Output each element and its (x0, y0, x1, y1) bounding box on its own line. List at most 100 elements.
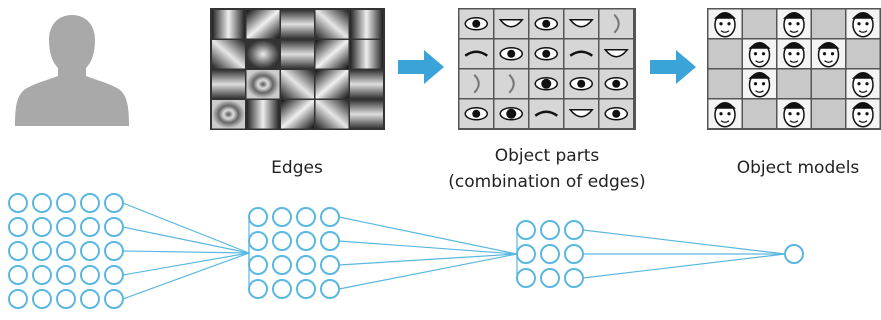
network-layer-2 (248, 207, 340, 299)
object-models-grid (707, 8, 881, 130)
part-eye-dark (529, 69, 563, 98)
part-ear (599, 9, 633, 38)
edge-filter-cell (315, 40, 349, 69)
neuron-node (248, 231, 268, 251)
network-layer-4 (784, 244, 804, 264)
neuron-node (32, 217, 52, 237)
part-eye-small (529, 39, 563, 68)
neuron-node (516, 220, 536, 240)
face-model-cell (777, 99, 811, 128)
neuron-node (56, 217, 76, 237)
neuron-node (540, 244, 560, 264)
face-model-cell (812, 39, 845, 68)
neuron-node (320, 255, 340, 275)
empty-cell (743, 99, 776, 128)
empty-cell (812, 99, 845, 128)
part-eye (529, 9, 563, 38)
part-eye (599, 99, 633, 128)
neuron-node (56, 265, 76, 285)
neuron-node (564, 244, 584, 264)
neuron-node (248, 207, 268, 227)
neuron-node (80, 193, 100, 213)
part-eye (494, 39, 528, 68)
neuron-node (32, 241, 52, 261)
face-model-cell (846, 99, 880, 128)
part-ear (494, 69, 528, 98)
neuron-node (104, 265, 124, 285)
empty-cell (708, 69, 742, 98)
neuron-node (564, 268, 584, 288)
part-brows (564, 39, 598, 68)
edge-filter-cell (315, 100, 349, 129)
edge-filter-cell (281, 100, 314, 129)
empty-cell (812, 69, 845, 98)
edge-filter-cell (212, 100, 245, 129)
neuron-node (540, 268, 560, 288)
edge-filter-cell (212, 70, 245, 99)
neuron-node (32, 265, 52, 285)
neuron-node (272, 207, 292, 227)
neuron-node (56, 241, 76, 261)
edge-filter-cell (281, 40, 314, 69)
part-eye-round (599, 69, 633, 98)
edge-filter-cell (350, 10, 383, 39)
edge-filter-cell (281, 70, 314, 99)
face-model-cell (708, 9, 742, 38)
neuron-node (80, 289, 100, 309)
face-model-cell (708, 99, 742, 128)
person-silhouette-icon (15, 15, 129, 126)
edge-filter-cell (212, 10, 245, 39)
object-models-label: Object models (736, 158, 860, 178)
edge-filter-cell (350, 100, 383, 129)
neuron-node (104, 241, 124, 261)
neuron-node (8, 289, 28, 309)
arrow-right-icon (398, 50, 444, 84)
neuron-node (32, 193, 52, 213)
neuron-node (56, 289, 76, 309)
empty-cell (846, 39, 880, 68)
neuron-node (104, 193, 124, 213)
part-lips (564, 99, 598, 128)
edge-filter-cell (246, 10, 280, 39)
neuron-node (8, 217, 28, 237)
neuron-node (320, 207, 340, 227)
neuron-node (272, 255, 292, 275)
face-model-cell (846, 9, 880, 38)
neural-network (8, 193, 804, 309)
part-eye (459, 9, 493, 38)
neuron-node (296, 231, 316, 251)
neuron-node (248, 255, 268, 275)
neuron-node (248, 279, 268, 299)
edge-filter-cell (315, 10, 349, 39)
part-eye-dark (494, 99, 528, 128)
neuron-node (540, 220, 560, 240)
empty-cell (812, 9, 845, 38)
neuron-node (272, 279, 292, 299)
face-model-cell (743, 69, 776, 98)
neuron-node (8, 241, 28, 261)
network-connections (122, 202, 786, 300)
object-parts-sublabel: (combination of edges) (448, 172, 646, 192)
object-parts-label: Object parts (494, 146, 600, 166)
edges-filter-grid (210, 8, 385, 130)
part-ear-shade (459, 69, 493, 98)
neuron-node (8, 265, 28, 285)
part-brow-line (529, 99, 563, 128)
edge-filter-cell (315, 70, 349, 99)
neuron-node (80, 265, 100, 285)
edge-filter-cell (350, 70, 383, 99)
neuron-node (104, 289, 124, 309)
part-lips-open (599, 39, 633, 68)
neuron-node (784, 244, 804, 264)
arrow-right-icon (650, 50, 696, 84)
neuron-node (80, 217, 100, 237)
edge-filter-cell (212, 40, 245, 69)
neuron-node (32, 289, 52, 309)
part-lips (494, 9, 528, 38)
face-model-cell (846, 69, 880, 98)
network-layer-3 (516, 220, 584, 288)
neuron-node (56, 193, 76, 213)
neuron-node (104, 217, 124, 237)
edge-filter-cell (246, 40, 280, 69)
